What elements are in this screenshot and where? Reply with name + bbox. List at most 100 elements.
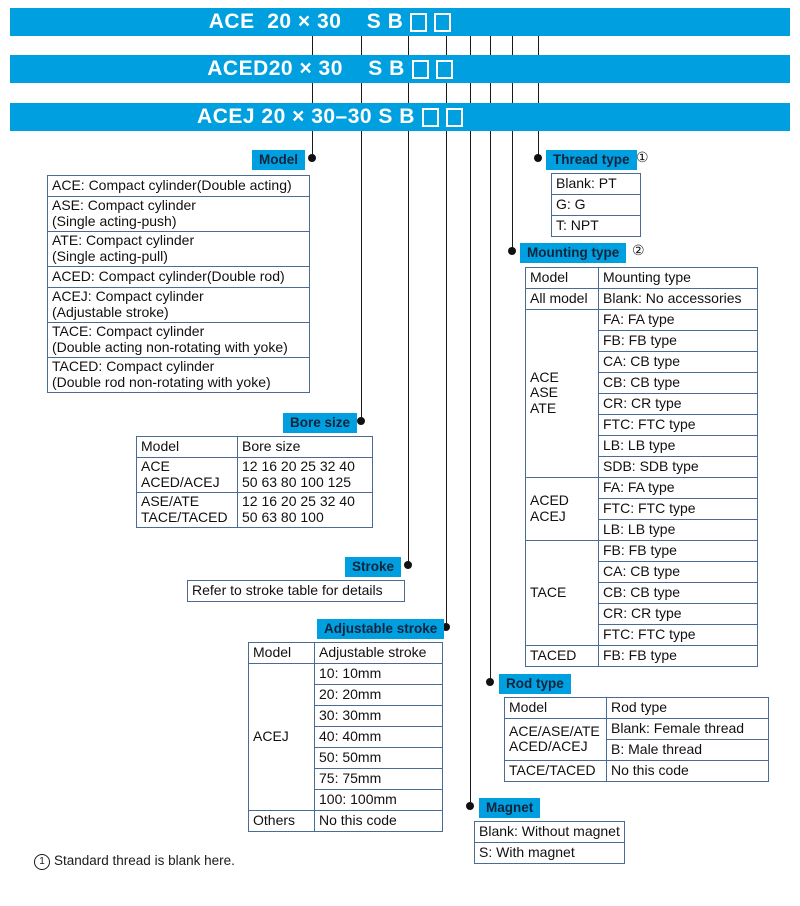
leader-magnet <box>470 131 471 806</box>
table-row: CB: CB type <box>526 372 758 394</box>
table-row: FTC: FTC type <box>526 624 758 646</box>
code-bar-ace-text: ACE 20 × 30 S B <box>209 10 452 34</box>
mounting-item: SDB: SDB type <box>598 456 758 478</box>
rod-header-type: Rod type <box>606 697 769 719</box>
mounting-type-table: Model Mounting type All model Blank: No … <box>525 267 758 667</box>
mounting-item: CR: CR type <box>598 393 758 415</box>
leader-adjustable-stroke <box>446 131 447 627</box>
leader-mounting-type <box>512 131 513 251</box>
leader-tick <box>446 83 447 103</box>
section-label-stroke: Stroke <box>345 557 402 577</box>
code-square-1 <box>410 12 428 32</box>
code-bar-ace: ACE 20 × 30 S B <box>10 8 790 36</box>
adj-header-model: Model <box>248 642 315 664</box>
section-label-bore-size: Bore size <box>283 413 358 433</box>
table-row: FTC: FTC type <box>526 498 758 520</box>
mounting-item: FTC: FTC type <box>598 498 758 520</box>
leader-tick <box>312 36 313 55</box>
section-label-mounting-type: Mounting type <box>520 243 627 263</box>
table-row: 40: 40mm <box>249 726 443 748</box>
leader-stroke <box>408 131 409 565</box>
model-row-3: ACED: Compact cylinder(Double rod) <box>47 266 310 288</box>
table-row: All model Blank: No accessories <box>525 288 758 310</box>
leader-model <box>312 131 313 158</box>
stroke-table: Refer to stroke table for details <box>187 580 405 602</box>
model-row-2: ATE: Compact cylinder(Single acting-pull… <box>47 231 310 267</box>
table-row: Model Adjustable stroke <box>248 642 443 664</box>
mounting-item: CB: CB type <box>598 372 758 394</box>
leader-dot-bore-size <box>357 417 365 425</box>
bore-header-size: Bore size <box>237 436 373 458</box>
mounting-item: LB: LB type <box>598 519 758 541</box>
model-row-0: ACE: Compact cylinder(Double acting) <box>47 175 310 197</box>
magnet-row-1: S: With magnet <box>474 842 625 864</box>
adj-value: 100: 100mm <box>314 789 443 811</box>
code-bar-acej: ACEJ 20 × 30–30 S B <box>10 103 790 131</box>
table-row: 20: 20mm <box>249 684 443 706</box>
leader-tick <box>538 83 539 103</box>
thread-type-note-mark: ① <box>636 149 649 165</box>
footnote-text: Standard thread is blank here. <box>54 853 235 868</box>
mounting-item: CB: CB type <box>598 582 758 604</box>
adj-value: 10: 10mm <box>314 663 443 685</box>
table-row: 50: 50mm <box>249 747 443 769</box>
leader-tick <box>490 36 491 55</box>
leader-rod-type <box>490 131 491 682</box>
mounting-item: Blank: No accessories <box>598 288 758 310</box>
adj-value: 75: 75mm <box>314 768 443 790</box>
adj-value: 30: 30mm <box>314 705 443 727</box>
table-row: Blank: Without magnet <box>474 821 625 843</box>
leader-dot-model <box>308 154 316 162</box>
model-row-6: TACED: Compact cylinder(Double rod non-r… <box>47 357 310 393</box>
leader-tick <box>408 36 409 55</box>
leader-dot-rod-type <box>486 678 494 686</box>
table-row: CR: CR type <box>526 393 758 415</box>
table-row: G: G <box>551 194 641 216</box>
table-row: TACE: Compact cylinder(Double acting non… <box>47 322 310 358</box>
mounting-item: CA: CB type <box>598 351 758 373</box>
code-square-2 <box>445 107 463 127</box>
table-row: SDB: SDB type <box>526 456 758 478</box>
table-row: 100: 100mm <box>249 789 443 811</box>
leader-tick <box>470 36 471 55</box>
adj-value: 20: 20mm <box>314 684 443 706</box>
code-bar-acej-code: ACEJ 20 × 30–30 S B <box>197 105 415 128</box>
mounting-header-model: Model <box>525 267 599 289</box>
table-row: ACEJ: Compact cylinder(Adjustable stroke… <box>47 287 310 323</box>
leader-thread-type <box>538 131 539 158</box>
table-row: ASE: Compact cylinder(Single acting-push… <box>47 196 310 232</box>
code-bar-aced-code: ACED20 × 30 S B <box>207 57 405 80</box>
mounting-item: CA: CB type <box>598 561 758 583</box>
mounting-item: FTC: FTC type <box>598 414 758 436</box>
table-row: Others No this code <box>248 810 443 832</box>
code-bar-aced: ACED20 × 30 S B <box>10 55 790 83</box>
code-square-1 <box>411 59 429 79</box>
bore-header-model: Model <box>136 436 238 458</box>
leader-tick <box>361 83 362 103</box>
table-row: ACED: Compact cylinder(Double rod) <box>47 266 310 288</box>
mounting-group-model-all: All model <box>525 288 599 310</box>
table-row: CR: CR type <box>526 603 758 625</box>
table-row: TACED FB: FB type <box>525 645 758 667</box>
mounting-header-type: Mounting type <box>598 267 758 289</box>
leader-dot-mounting-type <box>508 247 516 255</box>
table-row: CA: CB type <box>526 351 758 373</box>
leader-tick <box>446 36 447 55</box>
model-row-4-text: ACEJ: Compact cylinder(Adjustable stroke… <box>52 288 204 320</box>
thread-type-row-0: Blank: PT <box>551 173 641 195</box>
table-row: LB: LB type <box>526 435 758 457</box>
code-bar-aced-text: ACED20 × 30 S B <box>207 57 453 81</box>
leader-tick <box>312 83 313 103</box>
mounting-item: FB: FB type <box>598 330 758 352</box>
table-row: FB: FB type <box>526 330 758 352</box>
table-row: LB: LB type <box>526 519 758 541</box>
